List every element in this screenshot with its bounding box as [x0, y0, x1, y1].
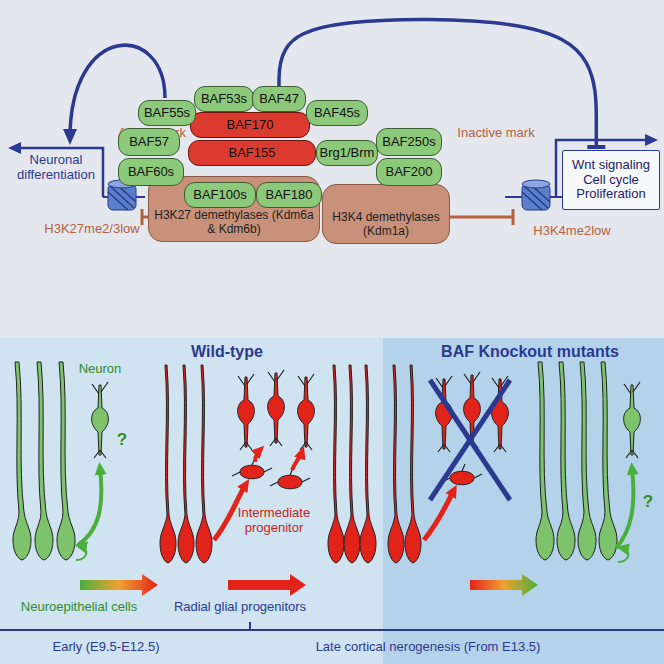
radial-glia — [328, 365, 376, 563]
node-text: BAF53s — [201, 92, 247, 107]
annotation-label: Early (E9.5-E12.5) — [6, 640, 206, 655]
repression-arrow — [279, 19, 596, 147]
subunit-box: BAF57 — [118, 128, 180, 156]
transition-arrow — [80, 574, 158, 596]
node-text: BAF200 — [386, 165, 433, 180]
annotation-label: H3K4me2low — [516, 224, 628, 239]
neuroepithelial-cells — [13, 362, 75, 560]
label-text: ? — [643, 492, 653, 511]
neuron-knockout — [624, 382, 641, 458]
neurogenesis-arrow — [255, 450, 260, 462]
annotation-label: Intermediate progenitor — [226, 506, 322, 536]
subunit-box: BAF53s — [194, 86, 254, 112]
subunit-box: BAF200 — [376, 158, 442, 186]
annotation-label: H3K27me2/3low — [36, 222, 148, 237]
subunit-box: Brg1/Brm — [316, 140, 378, 166]
label-text: H3K4me2low — [533, 223, 610, 238]
subunit-box: BAF250s — [376, 128, 442, 156]
annotation-label: Late cortical nerogenesis (From E13.5) — [258, 640, 598, 655]
node-text: BAF60s — [128, 165, 174, 180]
core-subunit: BAF170 — [190, 112, 310, 138]
neurons-lost — [436, 372, 509, 485]
core-subunit: BAF155 — [188, 140, 316, 166]
differentiation-arrow — [78, 468, 101, 545]
label-text: Inactive mark — [457, 125, 534, 140]
timeline — [0, 629, 664, 631]
annotation-label: Inactive mark — [448, 126, 544, 141]
annotation-label: Wild-type — [172, 343, 282, 361]
radial-glia — [388, 365, 421, 563]
label-text: BAF Knockout mutants — [441, 343, 619, 360]
self-renewal-arrow — [76, 546, 86, 560]
reversion-arrow — [470, 574, 538, 596]
label-text: ? — [117, 430, 127, 449]
neurogenesis-arrow — [424, 490, 454, 540]
neurons-late — [238, 370, 315, 450]
node-text: BAF47 — [259, 92, 299, 107]
subunit-box: BAF45s — [306, 100, 368, 126]
neuron-early — [92, 382, 109, 458]
label-text: Radial glial progenitors — [174, 599, 306, 614]
node-text: Brg1/Brm — [320, 146, 375, 161]
label-text: Late cortical nerogenesis (From E13.5) — [316, 639, 541, 654]
label-text: Neuroepithelial cells — [21, 599, 137, 614]
wildtype-panel — [0, 338, 664, 664]
neuroepithelial-like-cells — [536, 362, 617, 560]
subunit-box: BAF60s — [118, 158, 184, 186]
node-text: BAF55s — [144, 106, 190, 121]
target-gene-box: Wnt signaling Cell cycle Proliferation — [562, 150, 660, 210]
annotation-label: ? — [112, 430, 132, 450]
annotation-label: BAF Knockout mutants — [420, 343, 640, 361]
self-renewal-arrow — [618, 548, 628, 562]
label-text: Neuron — [79, 361, 122, 376]
label-text: Wild-type — [191, 343, 263, 360]
node-text: BAF170 — [227, 118, 274, 133]
annotation-label: Neuroepithelial cells — [4, 600, 154, 615]
top-panel — [0, 0, 664, 338]
radial-glia — [160, 365, 212, 563]
loss-cross — [430, 380, 510, 500]
annotation-label: Neuronal differentiation — [10, 153, 102, 183]
node-text: BAF45s — [314, 106, 360, 121]
subunit-box: BAF55s — [138, 100, 196, 126]
subunit-box: BAF100s — [184, 182, 256, 208]
node-text: BAF250s — [382, 135, 435, 150]
node-text: H3K4 demethylases (Kdm1a) — [327, 211, 445, 238]
annotation-label: Radial glial progenitors — [150, 600, 330, 615]
label-text: Neuronal differentiation — [17, 152, 95, 182]
subunit-box: BAF180 — [256, 182, 322, 208]
neurogenesis-arrow — [292, 452, 302, 470]
demethylase-box: H3K4 demethylases (Kdm1a) — [322, 184, 450, 244]
label-text: Intermediate progenitor — [238, 505, 310, 535]
node-text: BAF57 — [129, 135, 169, 150]
progression-arrow — [228, 574, 306, 596]
label-text: H3K27me2/3low — [44, 221, 139, 236]
timeline-tick — [249, 622, 251, 630]
annotation-label: ? — [638, 492, 658, 512]
node-text: BAF155 — [229, 146, 276, 161]
node-text: H3K27 demethylases (Kdm6a & Kdm6b) — [153, 209, 315, 236]
annotation-label: Neuron — [70, 362, 130, 377]
node-text: Wnt signaling Cell cycle Proliferation — [566, 158, 656, 202]
node-text: BAF100s — [193, 188, 246, 203]
subunit-box: BAF47 — [252, 86, 306, 112]
knockout-panel — [383, 338, 664, 664]
node-text: BAF180 — [266, 188, 313, 203]
label-text: Early (E9.5-E12.5) — [53, 639, 160, 654]
differentiation-arrow — [616, 468, 633, 548]
